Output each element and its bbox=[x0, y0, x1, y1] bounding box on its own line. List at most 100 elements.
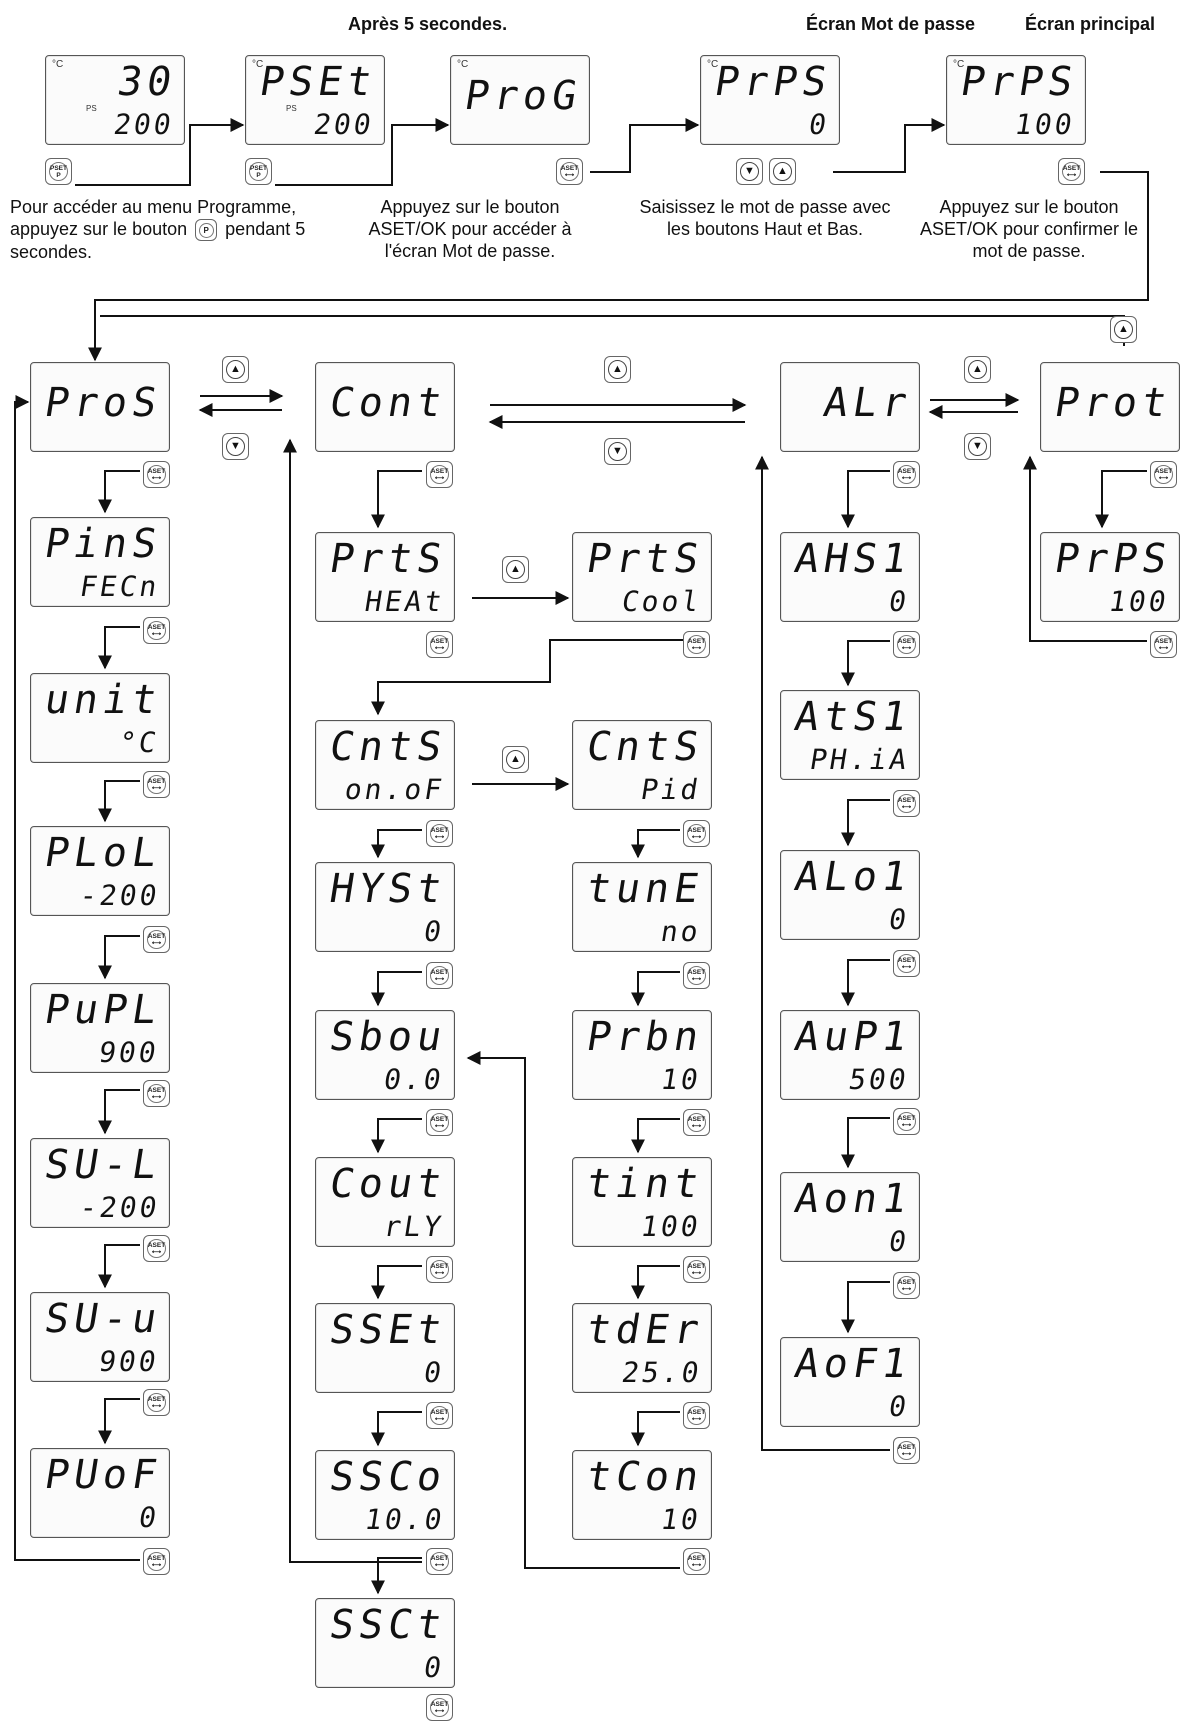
aset-label: ASET bbox=[430, 1408, 449, 1416]
aset-button-sset[interactable]: ASET⟷ bbox=[426, 1402, 453, 1429]
down-button-cont-alr[interactable]: ▼ bbox=[604, 438, 631, 465]
aset-button-prot[interactable]: ASET⟷ bbox=[1150, 461, 1177, 488]
aset-button-tune[interactable]: ASET⟷ bbox=[683, 962, 710, 989]
aset-icon: ASET⟷ bbox=[430, 635, 449, 654]
aset-label: ASET bbox=[897, 1278, 916, 1286]
down-button-pros-cont[interactable]: ▼ bbox=[222, 433, 249, 460]
aset-button-ahs1[interactable]: ASET⟷ bbox=[893, 631, 920, 658]
aset-sublabel: ⟷ bbox=[901, 474, 912, 482]
up-button-cnts[interactable]: ▲ bbox=[502, 746, 529, 773]
aset-label: ASET bbox=[430, 1262, 449, 1270]
display-line-2: 100 bbox=[1012, 108, 1078, 141]
display-line-1: AtS1 bbox=[791, 694, 915, 740]
up-button-cont-alr[interactable]: ▲ bbox=[604, 356, 631, 383]
aset-icon: ASET⟷ bbox=[897, 1441, 916, 1460]
aset-icon: ASET⟷ bbox=[897, 1276, 916, 1295]
connector-arrow bbox=[841, 1281, 890, 1334]
display-line-1: SSCt bbox=[326, 1602, 450, 1648]
up-arrow-icon: ▲ bbox=[506, 560, 525, 579]
aset-button-aof1[interactable]: ASET⟷ bbox=[893, 1437, 920, 1464]
up-button-pros-cont[interactable]: ▲ bbox=[222, 356, 249, 383]
aset-button-prts-cool[interactable]: ASET⟷ bbox=[683, 631, 710, 658]
aset-icon: ASET⟷ bbox=[897, 465, 916, 484]
down-button-pwd[interactable]: ▼ bbox=[736, 158, 763, 185]
note-enter-password: Saisissez le mot de passe avec les bouto… bbox=[639, 197, 891, 239]
display-line-2: 25.0 bbox=[619, 1356, 704, 1389]
aset-icon: ASET⟷ bbox=[1062, 162, 1081, 181]
aset-button-prbn[interactable]: ASET⟷ bbox=[683, 1109, 710, 1136]
down-button-alr-prot[interactable]: ▼ bbox=[964, 433, 991, 460]
aset-sublabel: ⟷ bbox=[434, 1707, 445, 1715]
inline-p-button-icon: P bbox=[195, 219, 218, 242]
aset-button-cout[interactable]: ASET⟷ bbox=[426, 1256, 453, 1283]
ps-indicator: PS bbox=[286, 104, 297, 113]
down-arrow-icon: ▼ bbox=[608, 442, 627, 461]
aset-sublabel: ⟷ bbox=[151, 784, 162, 792]
aset-button-alo1[interactable]: ASET⟷ bbox=[893, 950, 920, 977]
aset-button-plol[interactable]: ASET⟷ bbox=[143, 926, 170, 953]
up-button-pwd[interactable]: ▲ bbox=[769, 158, 796, 185]
note-press-p: Pour accéder au menu Programme, appuyez … bbox=[10, 196, 310, 263]
aset-button-cnts-onof[interactable]: ASET⟷ bbox=[426, 820, 453, 847]
aset-button-ssct[interactable]: ASET⟷ bbox=[426, 1694, 453, 1721]
display-line-2: 0 bbox=[421, 1651, 447, 1684]
aset-icon: ASET⟷ bbox=[430, 1552, 449, 1571]
aset-button-unit[interactable]: ASET⟷ bbox=[143, 771, 170, 798]
aset-button-prog[interactable]: ASET⟷ bbox=[556, 158, 583, 185]
display-line-2: 0 bbox=[886, 1390, 912, 1423]
aset-button-puof[interactable]: ASET⟷ bbox=[143, 1548, 170, 1575]
aset-button-ssco[interactable]: ASET⟷ bbox=[426, 1548, 453, 1575]
aset-button-aup1[interactable]: ASET⟷ bbox=[893, 1108, 920, 1135]
display-line-1: Sbou bbox=[326, 1014, 450, 1060]
aset-button-cnts-pid[interactable]: ASET⟷ bbox=[683, 820, 710, 847]
connector-arrow bbox=[371, 1118, 422, 1154]
aset-icon: ASET⟷ bbox=[897, 954, 916, 973]
aset-button-cont[interactable]: ASET⟷ bbox=[426, 461, 453, 488]
aset-button-aon1[interactable]: ASET⟷ bbox=[893, 1272, 920, 1299]
aset-button-pros[interactable]: ASET⟷ bbox=[143, 461, 170, 488]
aset-button-prts-heat[interactable]: ASET⟷ bbox=[426, 631, 453, 658]
aset-button-hyst[interactable]: ASET⟷ bbox=[426, 962, 453, 989]
aset-button-tint[interactable]: ASET⟷ bbox=[683, 1256, 710, 1283]
aset-button-tcon[interactable]: ASET⟷ bbox=[683, 1548, 710, 1575]
aset-sublabel: ⟷ bbox=[434, 1415, 445, 1423]
aset-button-alr[interactable]: ASET⟷ bbox=[893, 461, 920, 488]
connector-arrow bbox=[98, 1244, 140, 1289]
up-button-prts[interactable]: ▲ bbox=[502, 556, 529, 583]
up-button-back[interactable]: ▲ bbox=[1110, 316, 1137, 343]
connector-arrow bbox=[283, 438, 422, 1563]
aset-button-su-l[interactable]: ASET⟷ bbox=[143, 1235, 170, 1262]
pset-label: PSET bbox=[50, 164, 67, 172]
aset-button-ats1[interactable]: ASET⟷ bbox=[893, 790, 920, 817]
display-line-1: CntS bbox=[326, 724, 450, 770]
aset-icon: ASET⟷ bbox=[430, 1406, 449, 1425]
aset-label: ASET bbox=[1154, 637, 1173, 645]
aset-button-pupl[interactable]: ASET⟷ bbox=[143, 1080, 170, 1107]
aset-button-pins[interactable]: ASET⟷ bbox=[143, 617, 170, 644]
aset-button-su-u[interactable]: ASET⟷ bbox=[143, 1389, 170, 1416]
display-line-2: 0 bbox=[136, 1501, 162, 1534]
aset-button-confirm[interactable]: ASET⟷ bbox=[1058, 158, 1085, 185]
aset-label: ASET bbox=[430, 467, 449, 475]
aset-icon: ASET⟷ bbox=[897, 794, 916, 813]
display-line-1: SU-L bbox=[41, 1142, 165, 1188]
display-line-1: 30 bbox=[114, 59, 180, 105]
aset-label: ASET bbox=[897, 467, 916, 475]
aset-icon: ASET⟷ bbox=[430, 465, 449, 484]
connector-arrow bbox=[631, 1411, 680, 1447]
aset-button-sbou[interactable]: ASET⟷ bbox=[426, 1109, 453, 1136]
aset-button-tder[interactable]: ASET⟷ bbox=[683, 1402, 710, 1429]
aset-button-prps-protect[interactable]: ASET⟷ bbox=[1150, 631, 1177, 658]
display-line-2: 0 bbox=[421, 1356, 447, 1389]
aset-label: ASET bbox=[1154, 467, 1173, 475]
unit-label: °C bbox=[252, 59, 264, 70]
connector-arrow bbox=[371, 1557, 422, 1595]
aset-sublabel: ⟷ bbox=[434, 1561, 445, 1569]
aset-sublabel: ⟷ bbox=[691, 1415, 702, 1423]
up-button-alr-prot[interactable]: ▲ bbox=[964, 356, 991, 383]
